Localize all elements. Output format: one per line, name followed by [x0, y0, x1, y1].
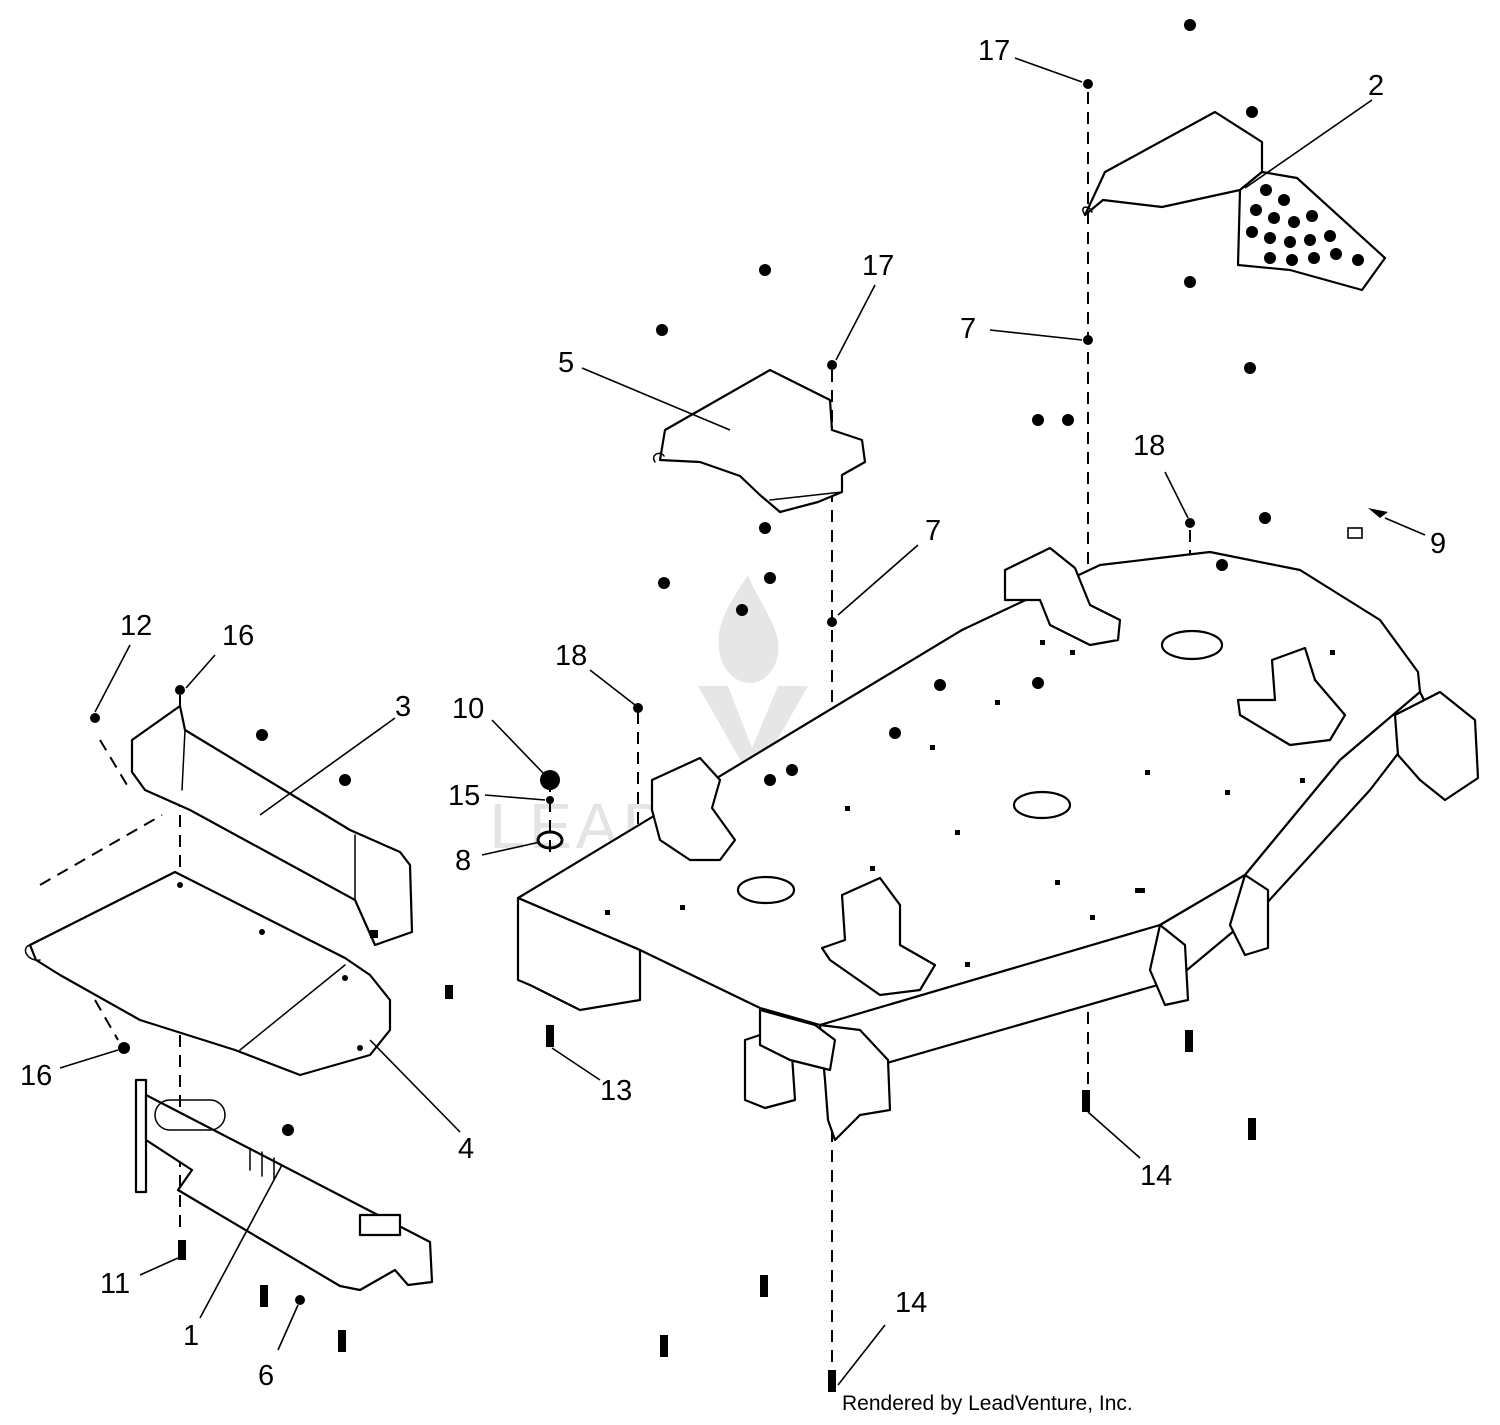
mower-deck [516, 546, 1480, 1142]
part-9-small-part [1347, 508, 1388, 539]
spindle-openings [736, 629, 1224, 905]
part-4-shield-plate [24, 870, 392, 1077]
callout-16: 16 [222, 620, 254, 652]
callout-2: 2 [1368, 70, 1384, 102]
callout-18: 18 [555, 640, 587, 672]
callout-17: 17 [978, 35, 1010, 67]
callout-5: 5 [558, 347, 574, 379]
callout-14: 14 [1140, 1160, 1172, 1192]
callout-10: 10 [452, 693, 484, 725]
callout-13: 13 [600, 1075, 632, 1107]
deck-brackets [650, 546, 1347, 997]
leader-lines [59, 57, 1426, 1386]
callout-12: 12 [120, 610, 152, 642]
bolts [178, 985, 1256, 1392]
render-credit: Rendered by LeadVenture, Inc. [842, 1392, 1133, 1415]
callout-9: 9 [1430, 528, 1446, 560]
callout-1: 1 [183, 1320, 199, 1352]
callout-17: 17 [862, 250, 894, 282]
callout-8: 8 [455, 845, 471, 877]
callout-4: 4 [458, 1133, 474, 1165]
part-5-center-cover [652, 368, 867, 514]
part-8-washer [536, 830, 564, 850]
leadventure-logo-icon [698, 575, 808, 770]
callout-7: 7 [960, 313, 976, 345]
deck-holes [605, 640, 1335, 967]
callout-11: 11 [100, 1268, 130, 1300]
part-1-mounting-bracket [134, 1078, 434, 1292]
callout-7: 7 [925, 515, 941, 547]
grate-holes [1246, 184, 1364, 266]
callout-18: 18 [1133, 430, 1165, 462]
callout-14: 14 [895, 1287, 927, 1319]
callout-3: 3 [395, 691, 411, 723]
callout-6: 6 [258, 1360, 274, 1392]
callout-labels: 17 2 17 7 5 18 9 7 12 16 3 18 10 15 8 16… [20, 35, 1446, 1392]
callout-16: 16 [20, 1060, 52, 1092]
part-2-deflector-plate [1082, 110, 1387, 292]
callout-15: 15 [448, 780, 480, 812]
part-3-rear-shield [130, 704, 414, 947]
hardware-fasteners [90, 19, 1388, 1392]
pins-and-clips [90, 79, 1195, 1305]
hex-nuts [118, 19, 1271, 1136]
